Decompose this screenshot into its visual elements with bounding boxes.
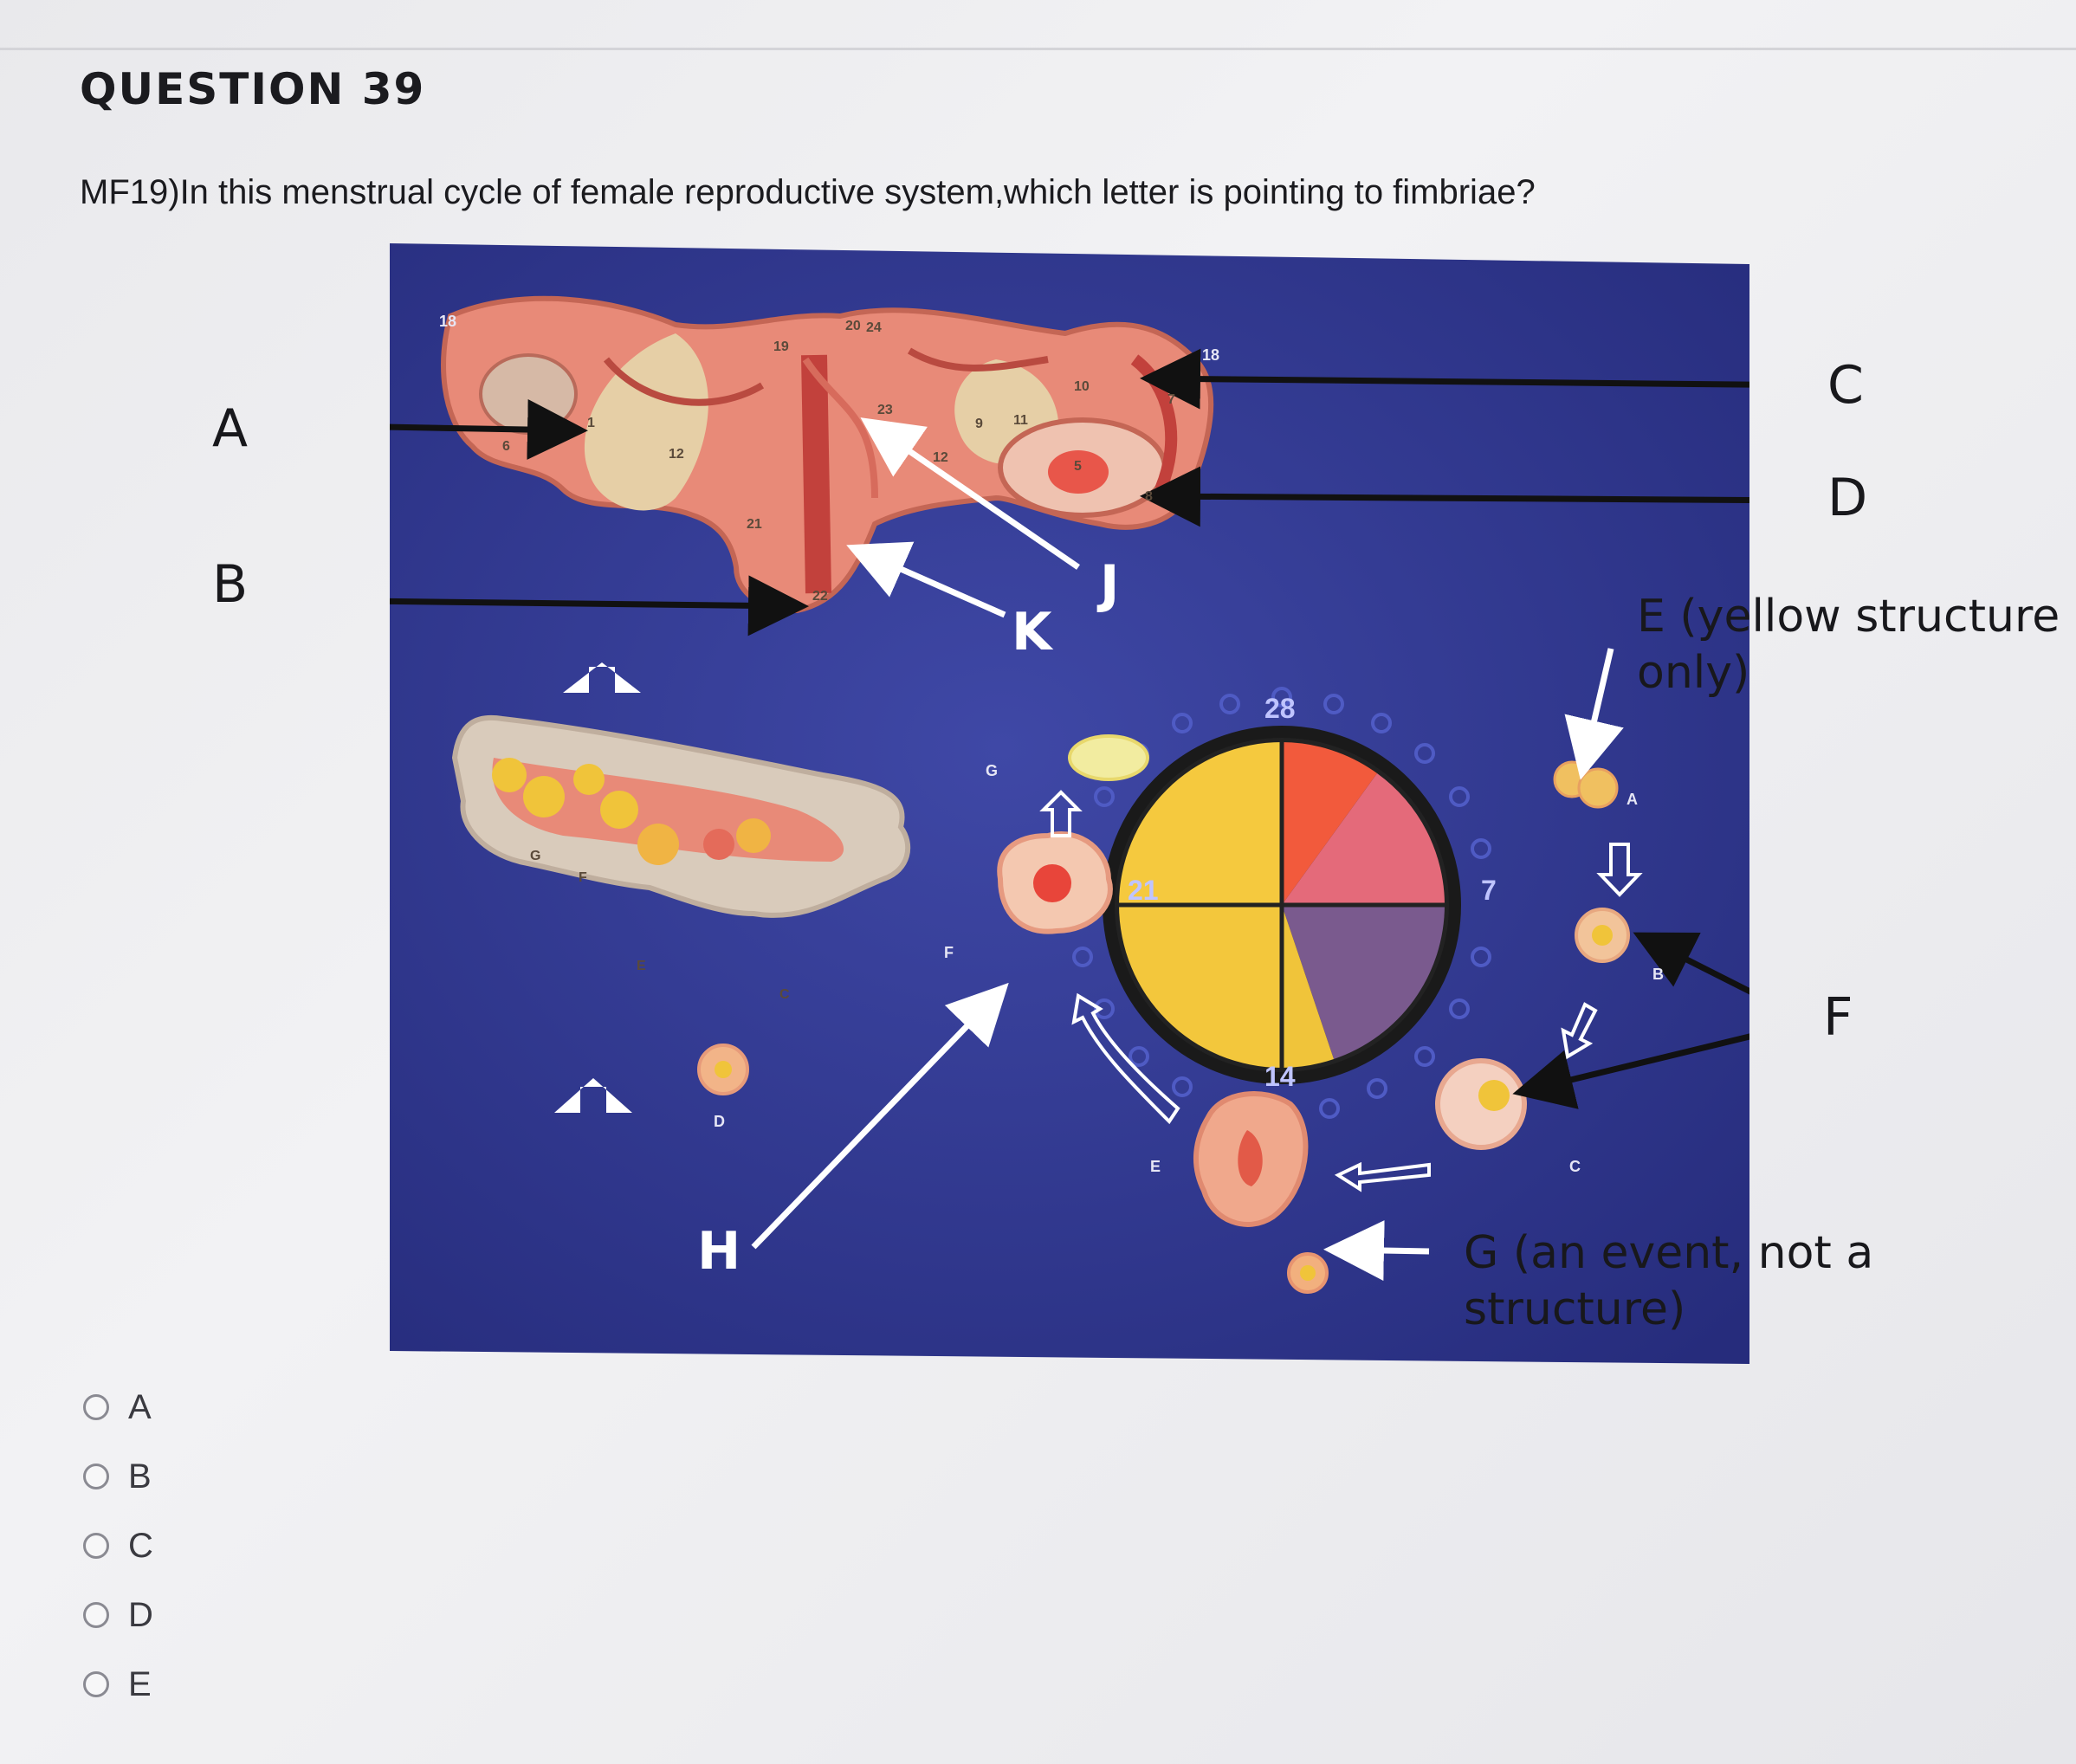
marker: D [714,1113,725,1131]
question-text: MF19)In this menstrual cycle of female r… [80,173,1536,212]
answer-options: A B C D E [83,1373,153,1719]
menstrual-cycle-figure: A B C D E (yellow structure only) F G (a… [390,238,1749,1364]
day-21: 21 [1128,875,1159,907]
marker: A [1627,791,1638,809]
corpus-albicans [1070,736,1148,779]
marker: B [1652,966,1664,984]
marker: C [1569,1158,1581,1176]
marker: 12 [933,450,948,466]
marker: 12 [669,447,684,462]
option-b[interactable]: B [83,1442,153,1511]
marker: 18 [1202,346,1219,365]
marker: E [637,959,646,974]
radio-button[interactable] [83,1464,109,1489]
option-e[interactable]: E [83,1650,153,1719]
marker: 8 [1145,489,1153,505]
label-e: E (yellow structure only) [1637,589,2060,701]
label-f: F [1823,992,1853,1044]
marker: 10 [1074,379,1090,395]
marker: 6 [502,439,510,455]
marker: 24 [866,320,882,336]
radio-button[interactable] [83,1671,109,1697]
option-label: B [128,1457,152,1496]
radio-button[interactable] [83,1394,109,1420]
marker: 20 [845,319,861,334]
question-title: QUESTION 39 [80,64,425,114]
option-label: C [128,1527,153,1566]
marker: 19 [773,339,789,355]
option-d[interactable]: D [83,1580,153,1650]
marker: G [530,849,540,864]
figure-drawing [390,238,1749,1364]
radio-button[interactable] [83,1533,109,1559]
marker: F [579,870,587,886]
marker: G [986,762,998,780]
marker: 18 [439,313,456,331]
label-c: C [1827,359,1864,411]
marker: 9 [975,417,983,432]
marker: 7 [1167,392,1175,408]
top-divider [0,48,2076,50]
marker: 21 [747,517,762,533]
marker: 5 [1074,459,1082,475]
label-k: K [1012,606,1052,658]
option-a[interactable]: A [83,1373,153,1442]
day-7: 7 [1481,875,1497,907]
marker: 23 [877,403,893,418]
marker: 11 [1013,413,1028,429]
label-g: G (an event, not a structure) [1464,1225,1873,1338]
marker: E [1150,1158,1161,1176]
marker: 1 [587,416,595,431]
label-b: B [212,559,248,611]
marker: 22 [812,589,828,604]
option-label: D [128,1596,153,1635]
label-j: J [1100,559,1119,611]
mature-follicle [1438,1061,1524,1147]
option-label: A [128,1388,152,1427]
marker: C [779,987,790,1003]
radio-button[interactable] [83,1602,109,1628]
day-14: 14 [1264,1061,1296,1093]
label-h: H [697,1225,741,1277]
label-d: D [1827,472,1867,524]
option-label: E [128,1665,152,1704]
label-a: A [212,403,248,455]
day-28: 28 [1264,693,1296,725]
marker: F [944,944,954,962]
option-c[interactable]: C [83,1511,153,1580]
